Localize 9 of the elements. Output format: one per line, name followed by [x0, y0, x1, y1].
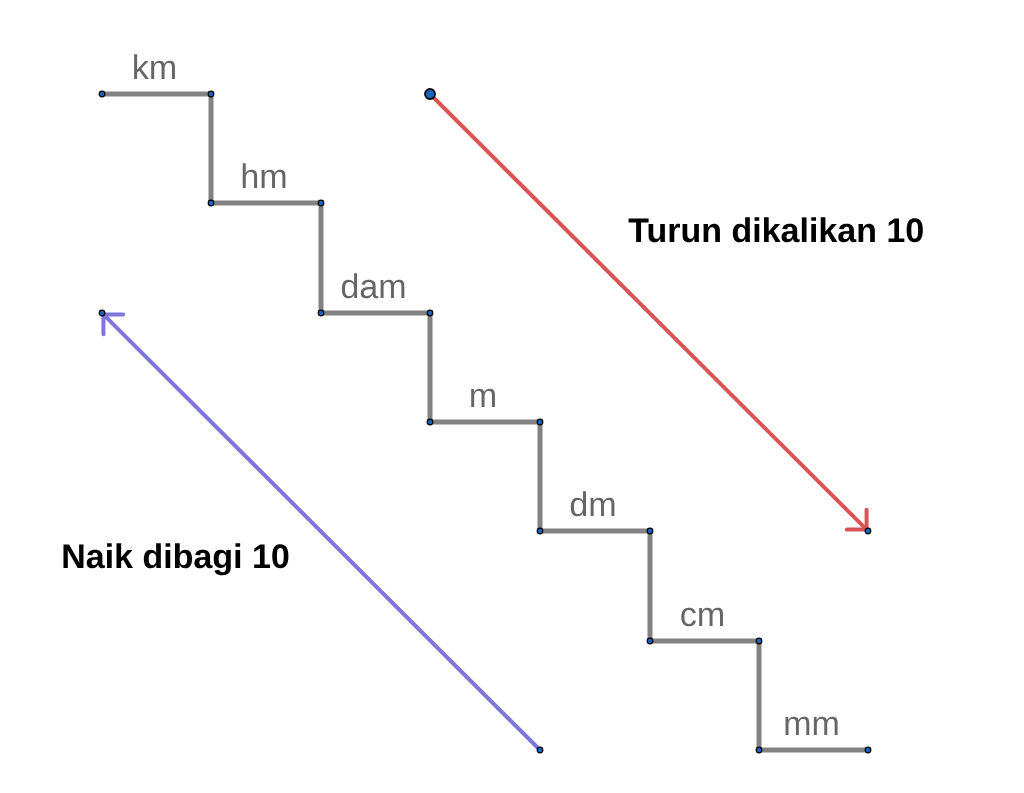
- arrow-label: Naik dibagi 10: [63, 543, 289, 576]
- unit-label: dm: [570, 491, 615, 517]
- unit-label: dam: [341, 273, 405, 299]
- unit-label: m: [471, 388, 495, 407]
- unit-label: hm: [242, 163, 286, 188]
- unit-label: mm: [785, 716, 838, 735]
- unit-label: cm: [681, 607, 723, 627]
- unit-label: km: [134, 54, 175, 79]
- arrow-label: Turun dikalikan 10: [628, 217, 923, 243]
